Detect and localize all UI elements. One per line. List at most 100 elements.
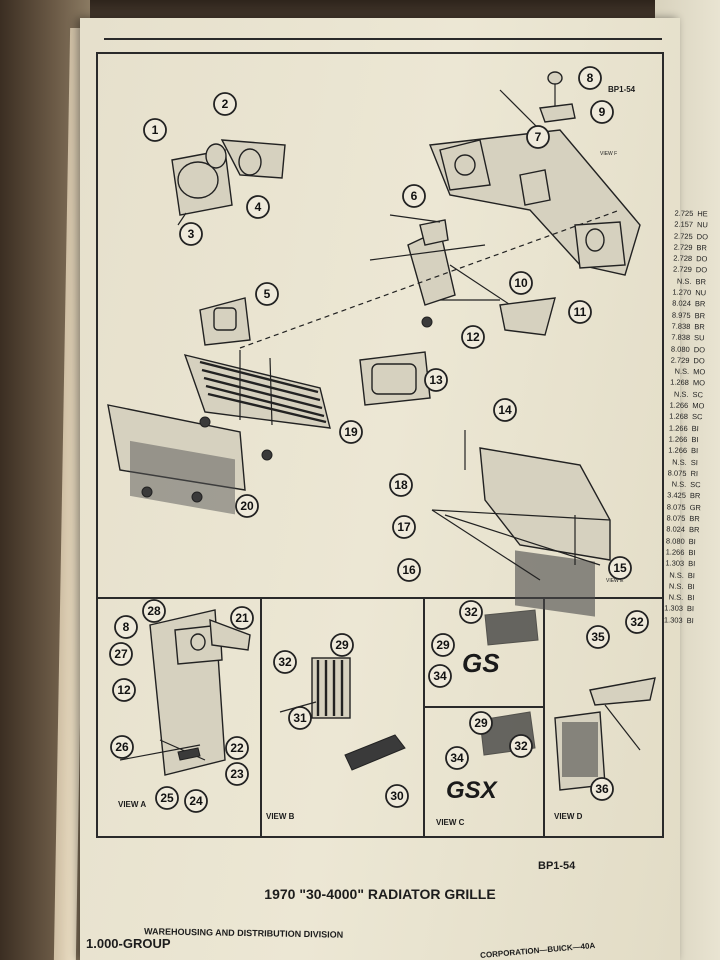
callout-4-circle <box>246 195 270 219</box>
page-title: 1970 "30-4000" RADIATOR GRILLE <box>264 886 496 902</box>
callout-28: 28 <box>147 604 161 618</box>
callout-19: 19 <box>344 425 358 439</box>
callout-30-circle <box>385 784 409 808</box>
callout-13-circle <box>424 368 448 392</box>
callout-36: 36 <box>595 782 609 796</box>
view-c-label: VIEW C <box>436 818 465 827</box>
view-divider-b-c <box>423 598 425 838</box>
callout-14: 14 <box>498 403 512 417</box>
callout-28-circle <box>142 599 166 623</box>
callout-17: 17 <box>397 520 411 534</box>
callout-18-circle <box>389 473 413 497</box>
callout-29-circle <box>469 711 493 735</box>
callout-7-circle <box>526 125 550 149</box>
callout-21: 21 <box>235 611 249 625</box>
callout-7: 7 <box>535 130 542 144</box>
callout-8-circle <box>578 66 602 90</box>
callout-18: 18 <box>394 478 408 492</box>
lower-grille-support: VIEW E <box>431 430 624 617</box>
callout-32: 32 <box>464 605 478 619</box>
callout-21-circle <box>230 606 254 630</box>
callout-32: 32 <box>514 739 528 753</box>
callout-2: 2 <box>222 97 229 111</box>
center-bracket <box>239 209 621 349</box>
callout-14-circle <box>493 398 517 422</box>
parking-lamp <box>199 297 251 346</box>
callout-35-circle <box>586 625 610 649</box>
callout-12-circle <box>461 325 485 349</box>
view-divider-a-b <box>260 598 262 838</box>
callout-31: 31 <box>293 711 307 725</box>
callout-26: 26 <box>115 740 129 754</box>
callout-26-circle <box>110 735 134 759</box>
panel-divider <box>96 597 664 599</box>
view-a-label: VIEW A <box>118 800 147 809</box>
callout-12: 12 <box>466 330 480 344</box>
callout-32-circle <box>459 600 483 624</box>
footer-group: 1.000-GROUP <box>86 936 171 951</box>
view-f-tag: VIEW F <box>600 151 617 157</box>
view-c-gs-drawing: GS <box>462 609 539 678</box>
callout-27: 27 <box>114 647 128 661</box>
callout-23: 23 <box>230 767 244 781</box>
callout-1-circle <box>143 118 167 142</box>
callout-16: 16 <box>402 563 416 577</box>
callout-19-circle <box>339 420 363 444</box>
callout-32: 32 <box>630 615 644 629</box>
radiator-support: VIEW F <box>429 71 641 276</box>
lower-grille <box>107 404 273 515</box>
callout-16-circle <box>397 558 421 582</box>
callout-9: 9 <box>599 105 606 119</box>
callout-6-circle <box>402 184 426 208</box>
view-divider-gs-gsx <box>424 706 544 708</box>
view-divider-c-d <box>543 598 545 838</box>
callout-12: 12 <box>117 683 131 697</box>
callout-17-circle <box>392 515 416 539</box>
callout-29: 29 <box>474 716 488 730</box>
callout-32-circle <box>273 650 297 674</box>
header-rule <box>104 38 662 40</box>
callout-30: 30 <box>390 789 404 803</box>
callout-1: 1 <box>152 123 159 137</box>
callout-8: 8 <box>123 620 130 634</box>
callout-32-circle <box>625 610 649 634</box>
view-b-drawing <box>279 657 406 771</box>
callout-5-circle <box>255 282 279 306</box>
callout-9-circle <box>590 100 614 124</box>
callout-29-circle <box>431 633 455 657</box>
view-e-tag: VIEW E <box>606 578 624 584</box>
callout-22: 22 <box>230 741 244 755</box>
figure-code-top: BP1-54 <box>608 85 636 94</box>
callout-23-circle <box>225 762 249 786</box>
callout-24: 24 <box>189 794 203 808</box>
callout-27-circle <box>109 642 133 666</box>
callout-24-circle <box>184 789 208 813</box>
callout-32: 32 <box>278 655 292 669</box>
callout-20-circle <box>235 494 259 518</box>
callout-35: 35 <box>591 630 605 644</box>
callout-6: 6 <box>411 189 418 203</box>
callout-10: 10 <box>514 276 528 290</box>
side-lamp <box>359 351 431 406</box>
callout-25-circle <box>155 786 179 810</box>
view-a-drawing <box>119 609 251 776</box>
callout-34-circle <box>428 664 452 688</box>
upper-grille <box>183 350 331 429</box>
gs-emblem: GS <box>462 648 500 678</box>
callout-29-circle <box>330 633 354 657</box>
callout-34: 34 <box>433 669 447 683</box>
callout-3: 3 <box>188 227 195 241</box>
gsx-emblem: GSX <box>446 777 499 804</box>
callout-15: 15 <box>613 561 627 575</box>
headlamp-assembly <box>171 139 286 226</box>
callout-12-circle <box>112 678 136 702</box>
callout-36-circle <box>590 777 614 801</box>
callout-34-circle <box>445 746 469 770</box>
callout-32-circle <box>509 734 533 758</box>
figure-code-bottom: BP1-54 <box>538 860 576 872</box>
view-b-label: VIEW B <box>266 812 295 821</box>
callout-22-circle <box>225 736 249 760</box>
callout-10-circle <box>509 271 533 295</box>
callout-11: 11 <box>574 305 587 319</box>
callout-11-circle <box>568 300 592 324</box>
